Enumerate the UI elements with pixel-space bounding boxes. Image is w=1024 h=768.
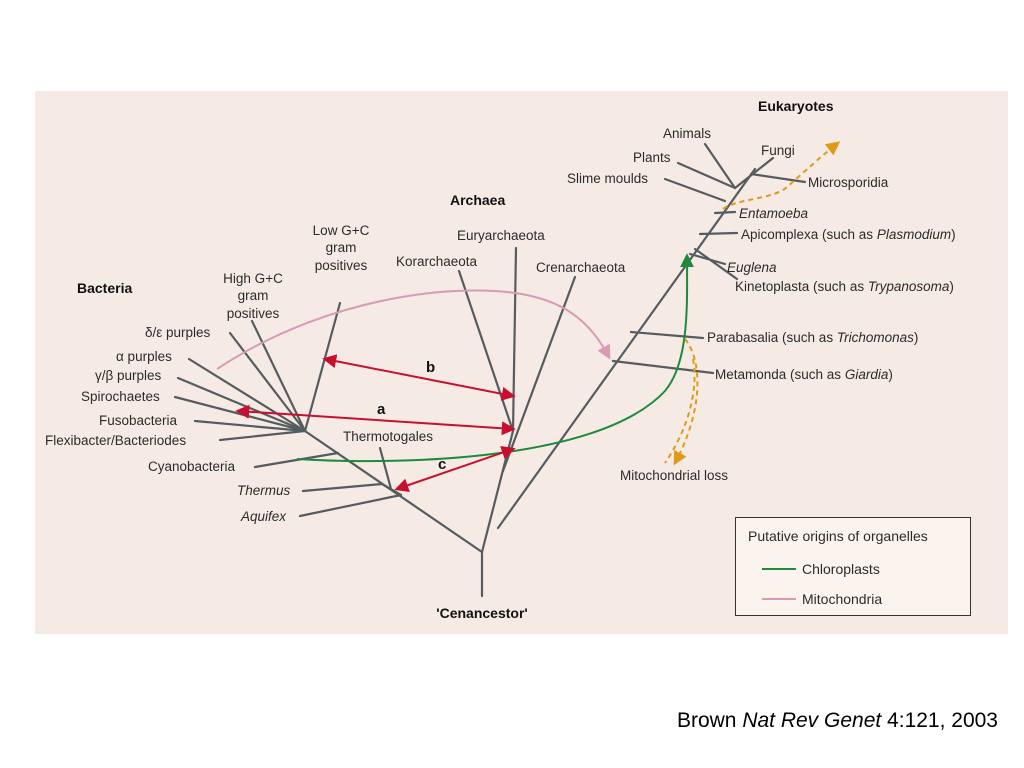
tree-of-life-diagram: Bacteria Archaea Eukaryotes 'Cenancestor… — [45, 98, 956, 621]
transfer-arrow-b — [322, 354, 516, 401]
branch-parabasalia — [629, 330, 705, 340]
branch-microsporidia — [749, 172, 807, 184]
label-bacteria: Bacteria — [77, 280, 132, 296]
mito-loss-arrow-parabasalia — [673, 338, 699, 466]
legend-item-chloroplasts: Chloroplasts — [762, 561, 880, 577]
branch-thermus-aquifex — [380, 482, 403, 497]
mitochondria-arrow — [216, 289, 611, 370]
transfer-arrow-a — [235, 404, 516, 436]
legend-label-chloroplasts: Chloroplasts — [802, 561, 880, 577]
legend-item-mitochondria: Mitochondria — [762, 591, 882, 607]
mito-loss-arrow-microsporidia — [722, 141, 841, 210]
legend-swatch-mitochondria — [762, 598, 796, 600]
bacteria-labels: High G+C gram positives Low G+C gram pos… — [45, 223, 433, 524]
label-fungi: Fungi — [761, 143, 795, 158]
branch-korarchaeota — [457, 269, 515, 433]
label-parabasalia: Parabasalia (such as Trichomonas) — [707, 330, 918, 345]
eukaryote-trunk — [496, 167, 757, 530]
label-eukaryotes: Eukaryotes — [758, 98, 834, 114]
branch-thermotogales — [378, 446, 393, 491]
label-euryarchaeota: Euryarchaeota — [457, 228, 545, 243]
label-aquifex: Aquifex — [240, 509, 287, 524]
label-high-gc-3: positives — [227, 306, 280, 321]
label-euglena: Euglena — [727, 260, 777, 275]
tree-branches — [173, 142, 807, 598]
letter-c: c — [438, 456, 446, 473]
branch-metamonda — [611, 359, 715, 375]
label-gamma-beta: γ/β purples — [95, 368, 162, 383]
transfer-arrow-c — [394, 446, 516, 492]
label-cyanobacteria: Cyanobacteria — [148, 459, 236, 474]
label-metamonda: Metamonda (such as Giardia) — [715, 367, 893, 382]
label-flexibacter: Flexibacter/Bacteriodes — [45, 433, 186, 448]
label-high-gc-1: High G+C — [223, 271, 283, 286]
label-mito-loss: Mitochondrial loss — [620, 468, 728, 483]
citation-ref: 4:121, 2003 — [881, 709, 998, 732]
label-cenancestor: 'Cenancestor' — [436, 605, 527, 621]
label-thermus: Thermus — [237, 483, 291, 498]
branch-fungi — [733, 156, 775, 190]
transfer-letters: a b c — [377, 359, 446, 473]
label-delta-eps: δ/ε purples — [145, 325, 211, 340]
label-animals: Animals — [663, 126, 711, 141]
branch-euryarchaeota — [511, 246, 518, 433]
label-fusobacteria: Fusobacteria — [99, 413, 178, 428]
legend-label-mitochondria: Mitochondria — [802, 591, 883, 607]
label-low-gc-3: positives — [315, 258, 368, 273]
label-microsporidia: Microsporidia — [808, 175, 889, 190]
letter-b: b — [426, 359, 435, 376]
label-korarchaeota: Korarchaeota — [396, 254, 478, 269]
label-low-gc-2: gram — [326, 240, 357, 255]
branch-thermus — [301, 482, 384, 493]
label-entamoeba: Entamoeba — [739, 206, 809, 221]
branch-cyano — [253, 451, 340, 469]
branch-crenarchaeota — [501, 275, 577, 473]
citation-journal: Nat Rev Genet — [742, 709, 882, 732]
branch-entamoeba — [713, 210, 737, 215]
branch-kinetoplasta — [693, 247, 739, 281]
label-alpha: α purples — [116, 349, 172, 364]
label-high-gc-2: gram — [238, 288, 269, 303]
branch-aquifex — [298, 493, 403, 518]
chloroplast-arrow — [296, 253, 695, 463]
branch-slime — [663, 177, 727, 203]
organelle-legend: Putative origins of organelles Chloropla… — [735, 517, 971, 616]
branch-apicomplexa — [698, 231, 739, 236]
label-kinetoplasta: Kinetoplasta (such as Trypanosoma) — [735, 279, 954, 294]
label-thermotogales: Thermotogales — [343, 429, 433, 444]
letter-a: a — [377, 401, 386, 418]
citation: Brown Nat Rev Genet 4:121, 2003 — [677, 709, 998, 733]
label-archaea: Archaea — [450, 192, 505, 208]
archaea-euk-trunk — [480, 429, 515, 554]
legend-swatch-chloroplasts — [762, 568, 796, 570]
branch-plants — [676, 161, 737, 190]
legend-title: Putative origins of organelles — [748, 528, 928, 544]
organelle-arrows — [216, 141, 841, 492]
label-spirochaetes: Spirochaetes — [81, 389, 160, 404]
group-labels: Bacteria Archaea Eukaryotes 'Cenancestor… — [77, 98, 834, 621]
label-apicomplexa: Apicomplexa (such as Plasmodium) — [741, 227, 956, 242]
archaea-labels: Euryarchaeota Korarchaeota Crenarchaeota — [396, 228, 626, 275]
label-plants: Plants — [633, 150, 671, 165]
branch-animals — [703, 142, 737, 190]
mito-loss-arrow-metamonda — [664, 358, 696, 464]
figure-panel: Bacteria Archaea Eukaryotes 'Cenancestor… — [35, 91, 1008, 634]
label-crenarchaeota: Crenarchaeota — [536, 260, 626, 275]
label-slime-moulds: Slime moulds — [567, 171, 648, 186]
eukaryote-labels: Animals Fungi Plants Slime moulds Micros… — [567, 126, 956, 483]
citation-author: Brown — [676, 709, 743, 732]
branch-flexi — [218, 429, 307, 442]
label-low-gc-1: Low G+C — [313, 223, 370, 238]
